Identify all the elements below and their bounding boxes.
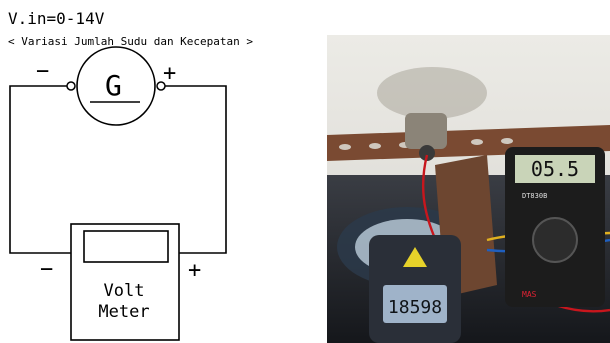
bracket-hole [501,138,513,144]
bracket-hole [339,144,351,150]
diagram-subtitle: < Variasi Jumlah Sudu dan Kecepatan > [8,35,253,48]
circuit-diagram: V.in=0-14V < Variasi Jumlah Sudu dan Kec… [8,9,253,341]
experiment-photo: 05.5 DT830B MAS 18598 [327,35,610,343]
multimeter-dial [532,217,578,263]
voltmeter-label-volt: Volt [104,281,145,301]
voltmeter-plus-sign: + [188,258,201,283]
multimeter-lcd [515,155,595,183]
diagram-title: V.in=0-14V [8,9,105,28]
tachometer-reading: 18598 [388,297,442,318]
voltmeter-display [83,230,169,263]
tachometer-lcd [383,285,447,323]
motor-hub [419,145,435,161]
generator-symbol: G − + [36,46,176,126]
wire-right [161,85,227,254]
generator-minus-sign: − [36,59,49,84]
generator-plus-sign: + [163,61,176,86]
voltmeter-symbol: Volt Meter − + [40,223,201,341]
generator-terminal-left [66,81,76,91]
generator-label: G [105,69,122,102]
wind-turbine [377,67,487,161]
bracket-hole [369,143,381,149]
generator-terminal-right [156,81,166,91]
multimeter-reading: 05.5 [531,157,579,181]
tachometer: 18598 [369,235,461,343]
multimeter: 05.5 DT830B MAS [505,147,605,307]
wire-left [9,85,71,254]
voltmeter-minus-sign: − [40,257,53,282]
warning-triangle-icon [403,247,427,267]
generator-circle [76,46,156,126]
circuit-wires [9,85,227,254]
motor-body [405,113,447,149]
bracket-hole [471,139,483,145]
voltmeter-label-meter: Meter [98,302,149,322]
multimeter-brand: DT830B [522,192,547,200]
multimeter-sub-brand: MAS [522,290,537,299]
propeller-blur [377,67,487,119]
